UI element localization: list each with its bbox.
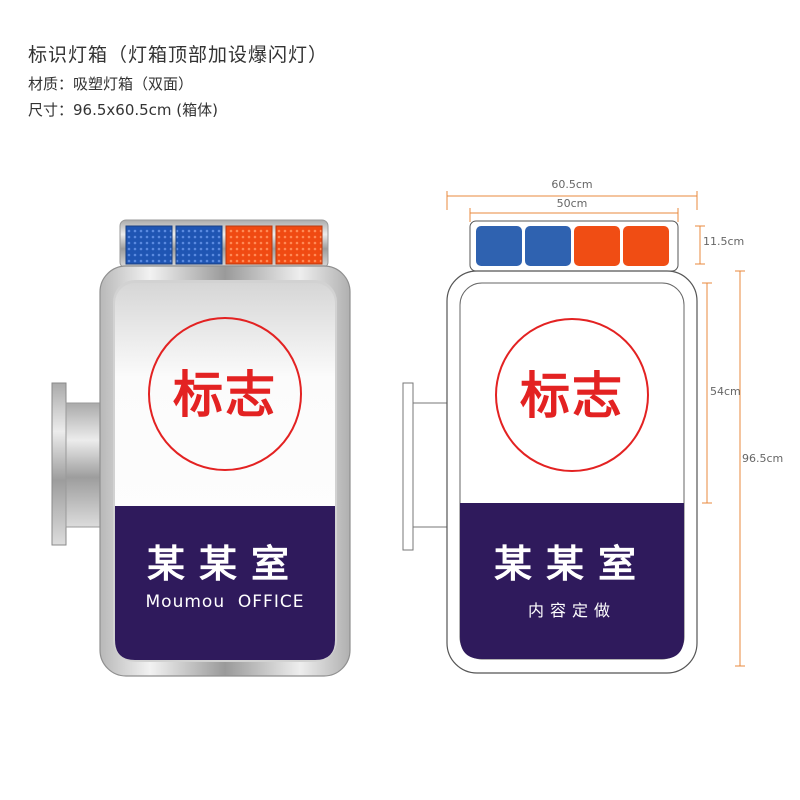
right-subtitle: 内容定做 — [527, 601, 616, 620]
dim-label-panel-height: 54cm — [710, 385, 741, 398]
left-strobe-light-bar — [119, 219, 329, 269]
dim-label-light-height: 11.5cm — [703, 235, 745, 248]
blue-strobe-light — [175, 225, 223, 265]
left-lightbox — [51, 219, 351, 677]
blue-strobe-light — [125, 225, 173, 265]
orange-strobe-light — [623, 226, 669, 266]
orange-strobe-light — [225, 225, 273, 265]
right-room-name: 某某室 — [493, 542, 650, 586]
left-wall-mount — [51, 382, 105, 546]
right-lightbox — [402, 220, 698, 674]
material-spec: 材质：吸塑灯箱（双面） — [28, 75, 194, 93]
left-logo-text: 标志 — [173, 366, 277, 424]
orange-strobe-light — [574, 226, 620, 266]
dim-label-total-height: 96.5cm — [742, 452, 784, 465]
right-logo-circle — [495, 318, 649, 472]
left-logo-circle — [148, 317, 302, 471]
orange-strobe-light — [275, 225, 323, 265]
size-spec: 尺寸：96.5x60.5cm (箱体) — [28, 101, 219, 119]
left-navy-band — [115, 506, 335, 660]
dimension-lines — [446, 191, 745, 667]
dim-label-outer-width: 60.5cm — [551, 178, 593, 191]
blue-strobe-light — [525, 226, 571, 266]
left-english-subtitle: Moumou OFFICE — [145, 592, 305, 612]
right-strobe-light-bar — [469, 220, 679, 272]
blue-strobe-light — [476, 226, 522, 266]
right-logo-text: 标志 — [520, 367, 624, 425]
dim-label-inner-width: 50cm — [556, 197, 588, 210]
left-room-name: 某某室 — [146, 542, 303, 586]
page-title: 标识灯箱（灯箱顶部加设爆闪灯） — [28, 44, 329, 66]
right-navy-band — [460, 503, 684, 659]
right-wall-mount — [402, 382, 448, 551]
